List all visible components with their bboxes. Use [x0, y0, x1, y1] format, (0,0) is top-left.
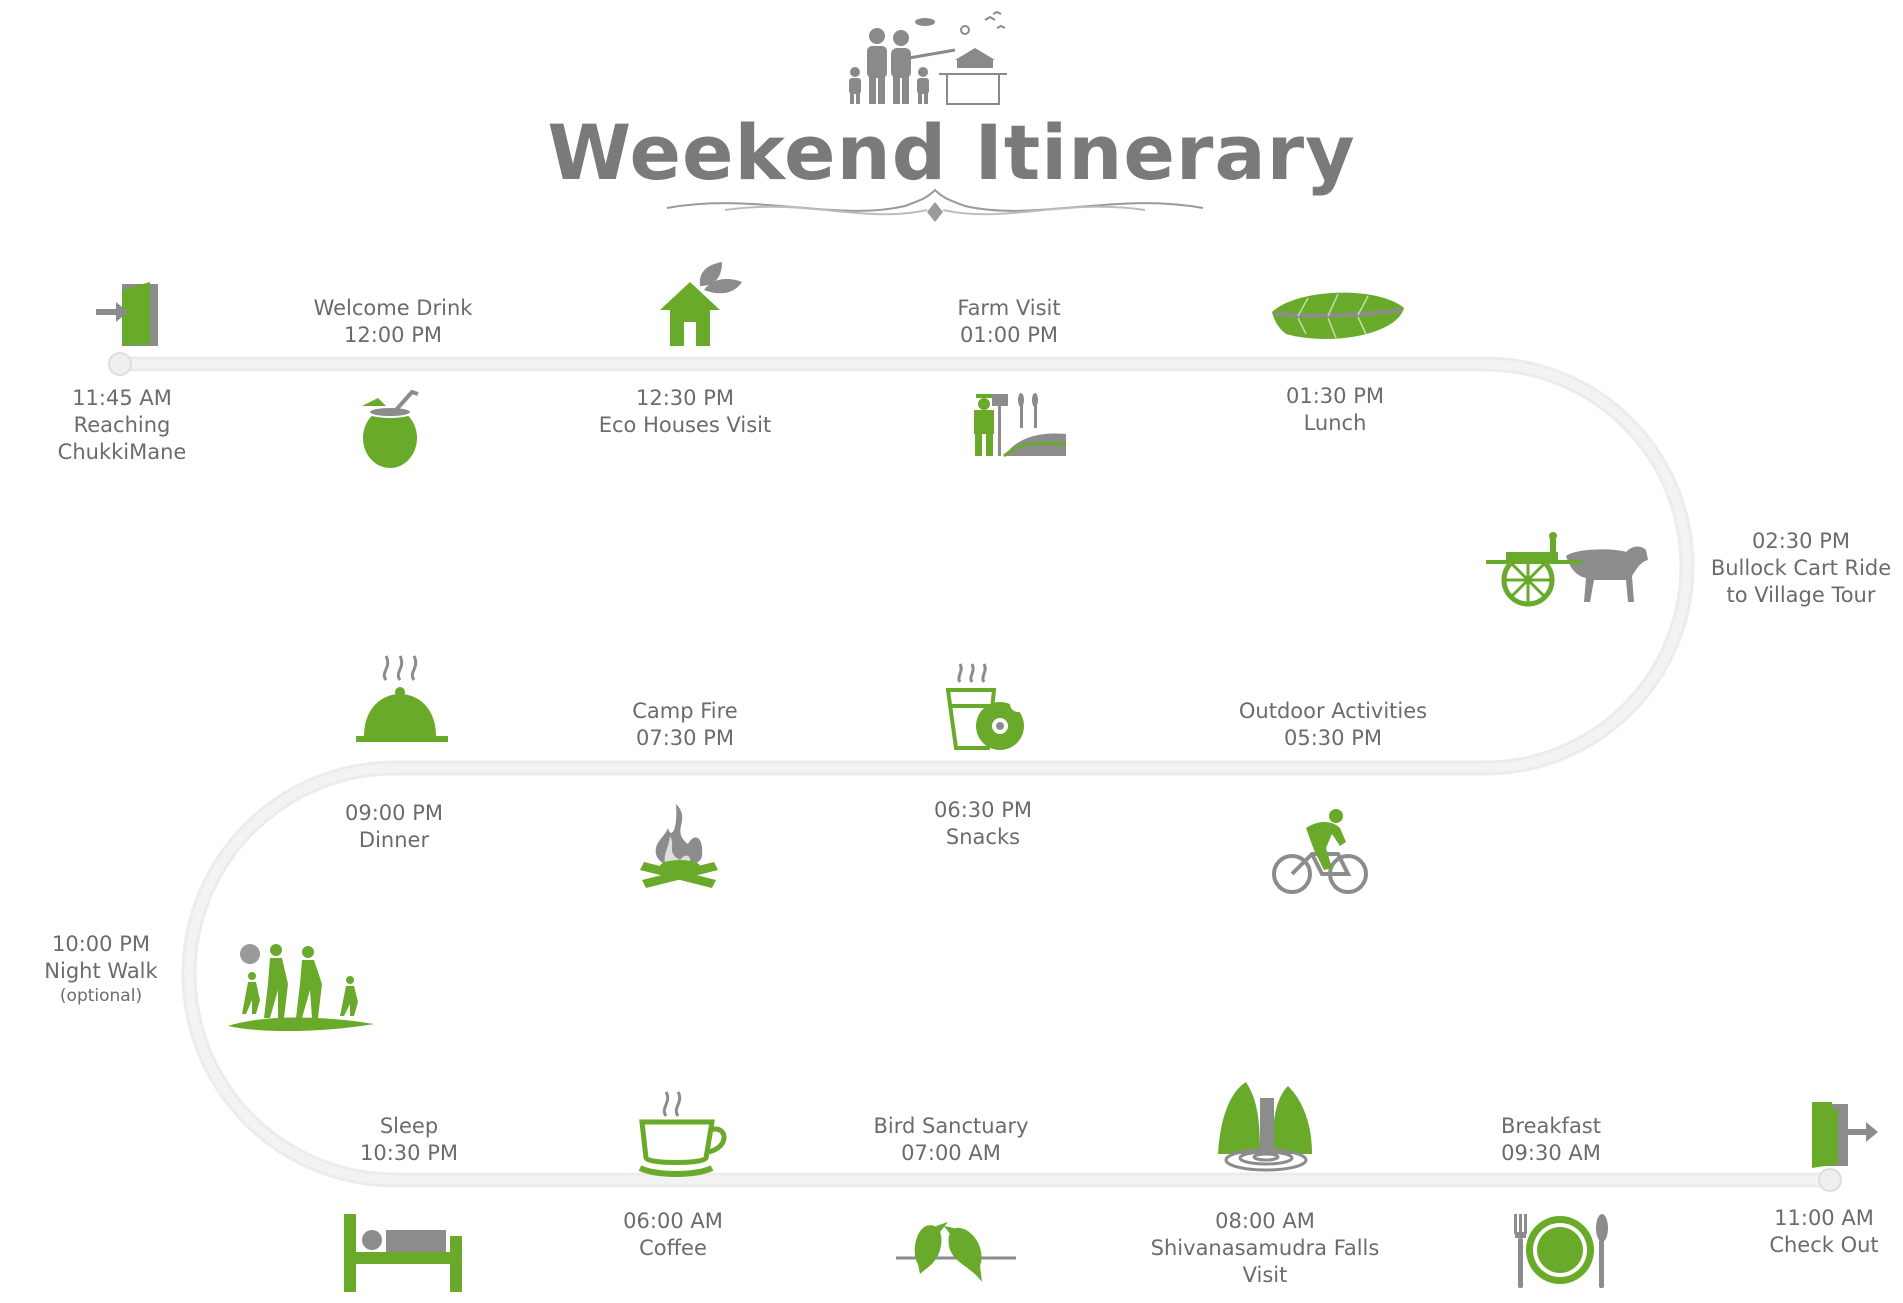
- family-house-logo-icon: [849, 10, 1007, 105]
- birds-icon: [896, 1222, 1016, 1282]
- page-title: Weekend Itinerary: [547, 108, 1356, 197]
- exit-door-icon: [1812, 1102, 1878, 1168]
- banana-leaf-icon: [1272, 292, 1404, 339]
- eco-house-icon: [660, 262, 742, 346]
- coffee-cup-icon: [638, 1091, 727, 1177]
- bed-icon: [344, 1214, 462, 1292]
- waterfall-icon: [1218, 1082, 1312, 1172]
- bullock-cart-icon: [1486, 532, 1648, 607]
- enter-door-icon: [96, 282, 158, 346]
- family-walk-icon: [228, 944, 374, 1032]
- start-dot: [108, 352, 132, 376]
- farmer-icon: [974, 393, 1067, 458]
- coconut-drink-icon: [362, 390, 419, 468]
- cloche-icon: [356, 655, 448, 742]
- end-dot: [1818, 1168, 1842, 1192]
- snacks-icon: [945, 663, 1026, 750]
- cyclist-icon: [1272, 809, 1368, 894]
- campfire-icon: [640, 804, 718, 888]
- title-flourish: [666, 188, 1204, 222]
- plate-cutlery-icon: [1514, 1214, 1608, 1288]
